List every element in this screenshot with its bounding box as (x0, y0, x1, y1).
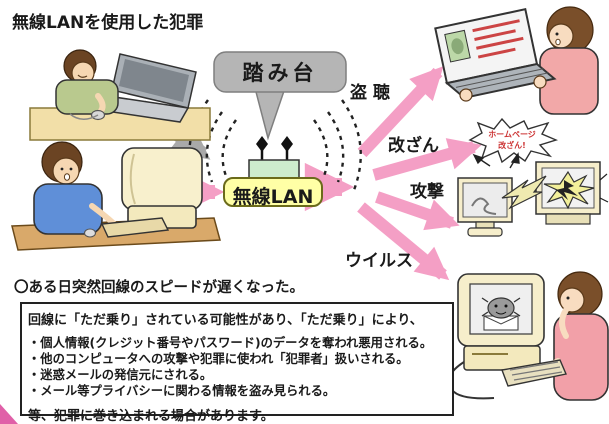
infobox-outro: 等、犯罪に巻き込まれる場合があります。 (28, 409, 274, 424)
zap-between-monitors (501, 175, 547, 210)
desktop-computer-icon (121, 147, 203, 229)
infobox-bullet: ・他のコンピュータへの攻撃や犯罪に使われ「犯罪者」扱いされる。 (28, 352, 409, 366)
person-virus-victim (527, 271, 609, 401)
worried-mouth (555, 38, 561, 46)
mouse-icon (83, 228, 97, 238)
stepping-stone-label: 踏み台 (242, 61, 318, 85)
torso (539, 47, 599, 115)
torso (55, 79, 119, 115)
mouse-cable (69, 113, 99, 120)
monitor-left (457, 177, 513, 237)
laptop-icon (434, 8, 557, 99)
page-title: 無線LANを使用した犯罪 (12, 13, 204, 33)
hand (533, 75, 547, 89)
illustration-eavesdrop-victim (434, 6, 599, 115)
arm-to-chin (559, 307, 569, 339)
worried-mouth (63, 173, 71, 181)
keyboard-icon (100, 217, 170, 238)
face (548, 23, 574, 49)
person-laptop-user (55, 49, 119, 115)
tamper-burst-bubble: ホームページ 改ざん! (468, 118, 559, 164)
face (559, 287, 585, 313)
arrow-attack (375, 191, 460, 231)
infobox-bullet: ・迷惑メールの発信元にされる。 (28, 368, 213, 382)
keyboard-icon (501, 359, 567, 387)
monitor-right (535, 161, 601, 225)
illustration-tampered-computers: ホームページ 改ざん! (457, 118, 609, 237)
lightning-icon (556, 180, 578, 200)
hand (459, 88, 473, 102)
burst-text-line2: 改ざん! (498, 140, 526, 150)
threat-label-attack: 攻撃 (410, 182, 444, 202)
speech-bubble-icon (213, 51, 347, 141)
crt-monitor-icon (457, 273, 545, 371)
symptom-text: 〇ある日突然回線のスピードが遅くなった。 (14, 280, 304, 296)
infobox-bullet: ・メール等プライバシーに関わる情報を盗み見られる。 (28, 384, 336, 398)
threat-label-tampering: 改ざん (388, 136, 439, 156)
infobox-bullet: ・個人情報(クレジット番号やパスワード)のデータを奪われ悪用される。 (28, 336, 433, 350)
burst-text-line1: ホームページ (488, 130, 536, 139)
threat-label-virus: ウイルス (345, 251, 413, 271)
illustration-desktop-user (11, 141, 221, 251)
arrow-tamper (372, 138, 482, 181)
router-label-plate (223, 177, 323, 207)
infobox-bullet-list: ・個人情報(クレジット番号やパスワード)のデータを奪われ悪用される。 ・他のコン… (28, 335, 452, 399)
decorative-arrow-fragment (0, 404, 18, 424)
garbled-screen-squiggle (471, 197, 497, 215)
infobox-intro: 回線に「ただ乗り」されている可能性があり、「ただ乗り」により、 (28, 313, 423, 328)
torso (33, 183, 103, 235)
scatter-arrows (472, 152, 609, 203)
virus-bug-icon (481, 297, 521, 319)
arrow-virus (357, 202, 450, 281)
illustration-virus-victim (448, 271, 609, 401)
person-desktop-user (33, 141, 117, 235)
illustration-laptop-user (29, 49, 211, 141)
person-eavesdrop-victim (539, 6, 599, 115)
threat-label-eavesdropping: 盗 聴 (350, 83, 390, 103)
screen-text-lines (472, 19, 524, 59)
wireless-lan-label: 無線LAN (232, 186, 314, 208)
arrow-eavesdrop (357, 66, 444, 158)
warning-infobox: 回線に「ただ乗り」されている可能性があり、「ただ乗り」により、 ・個人情報(クレ… (20, 302, 454, 424)
wireless-hub (188, 51, 362, 207)
